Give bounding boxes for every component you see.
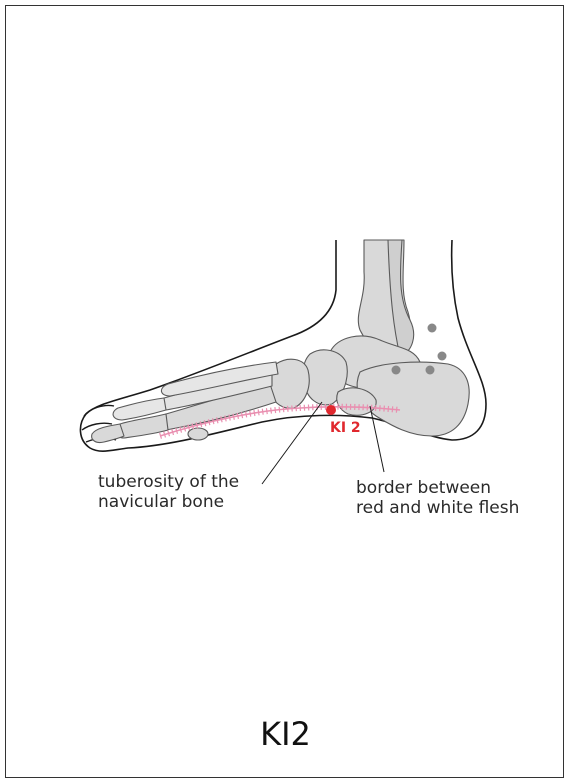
ki2-point-marker [326,405,336,415]
reference-point [428,324,437,333]
tuberosity-leader-line [262,402,322,484]
reference-point [438,352,447,361]
border-label: border between red and white flesh [356,478,519,518]
reference-point [392,366,401,375]
sesamoid-bone [188,428,208,440]
phalanx-distal [92,424,124,443]
tuberosity-label-line1: tuberosity of the [98,472,239,492]
tuberosity-label: tuberosity of the navicular bone [98,472,239,512]
ki2-point-label: KI 2 [330,420,361,436]
border-label-line2: red and white flesh [356,498,519,518]
tuberosity-label-line2: navicular bone [98,492,239,512]
reference-point [426,366,435,375]
page-title: KI2 [0,716,571,752]
border-label-line1: border between [356,478,519,498]
